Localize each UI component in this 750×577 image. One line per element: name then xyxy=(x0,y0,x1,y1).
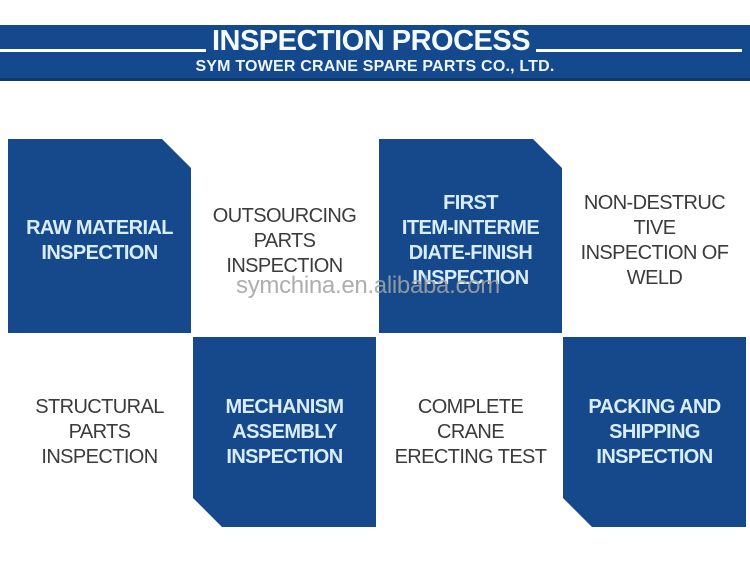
company-subtitle: SYM TOWER CRANE SPARE PARTS CO., LTD. xyxy=(195,58,555,75)
process-step-label: RAW MATERIAL INSPECTION xyxy=(26,217,173,264)
process-step-non-destructive-inspection-of-weld: NON-DESTRUC TIVE INSPECTION OF WELD xyxy=(563,139,746,333)
process-step-label: MECHANISM ASSEMBLY INSPECTION xyxy=(225,395,344,468)
process-step-complete-crane-erecting-test: COMPLETE CRANE ERECTING TEST xyxy=(379,337,562,527)
title-rule-left xyxy=(0,49,206,52)
watermark: symchina.en.alibaba.com xyxy=(236,272,500,299)
header-band: INSPECTION PROCESS SYM TOWER CRANE SPARE… xyxy=(0,25,750,81)
process-step-structural-parts-inspection: STRUCTURAL PARTS INSPECTION xyxy=(8,337,191,527)
process-step-packing-and-shipping-inspection: PACKING AND SHIPPING INSPECTION xyxy=(563,337,746,527)
title-rule-right xyxy=(536,49,742,52)
page-title: INSPECTION PROCESS xyxy=(211,25,531,57)
process-step-label: OUTSOURCING PARTS INSPECTION xyxy=(212,204,357,277)
process-step-label: NON-DESTRUC TIVE INSPECTION OF WELD xyxy=(580,192,729,289)
process-step-label: PACKING AND SHIPPING INSPECTION xyxy=(588,395,721,468)
process-step-label: FIRST ITEM-INTERME DIATE-FINISH INSPECTI… xyxy=(401,192,540,289)
process-step-mechanism-assembly-inspection: MECHANISM ASSEMBLY INSPECTION xyxy=(193,337,376,527)
process-step-first-item-intermediate-finish-inspection: FIRST ITEM-INTERME DIATE-FINISH INSPECTI… xyxy=(379,139,562,333)
process-step-raw-material-inspection: RAW MATERIAL INSPECTION xyxy=(8,139,191,333)
title-row: INSPECTION PROCESS xyxy=(0,25,750,57)
process-step-label: STRUCTURAL PARTS INSPECTION xyxy=(35,395,164,468)
process-step-outsourcing-parts-inspection: OUTSOURCING PARTS INSPECTION xyxy=(193,139,376,333)
process-step-label: COMPLETE CRANE ERECTING TEST xyxy=(394,395,547,468)
